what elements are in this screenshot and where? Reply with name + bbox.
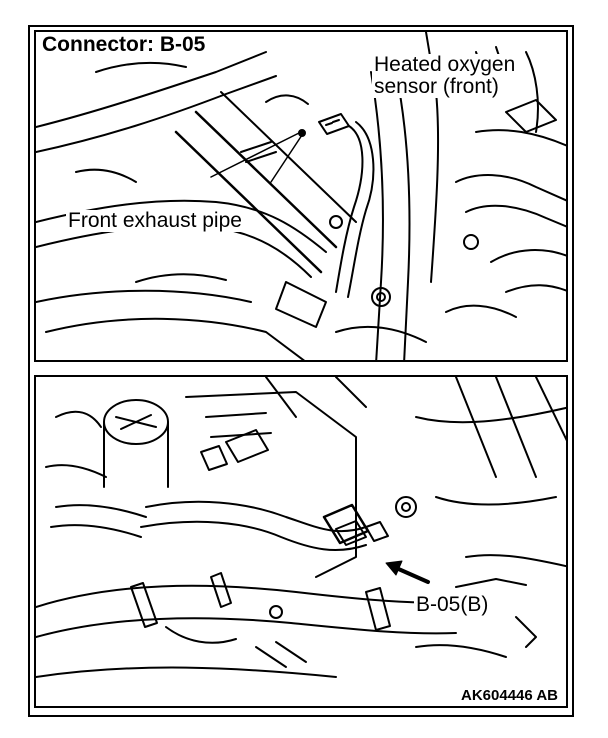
figure-code: AK604446 AB — [459, 687, 560, 705]
sensor-label-line2: sensor (front) — [374, 75, 499, 99]
front-exhaust-pipe-label: Front exhaust pipe — [66, 209, 244, 233]
heated-oxygen-sensor-label: Heated oxygen sensor (front) — [372, 53, 518, 99]
top-panel-engine-view: Connector: B-05 Heated oxygen sensor (fr… — [34, 30, 568, 362]
sensor-label-line1: Heated oxygen — [374, 53, 516, 76]
connector-b05-label: B-05(B) — [414, 593, 491, 617]
engine-bay-drawing-bottom — [36, 377, 566, 678]
connector-title: Connector: B-05 — [40, 33, 208, 57]
bottom-panel-connector-view: B-05(B) AK604446 AB — [34, 375, 568, 708]
